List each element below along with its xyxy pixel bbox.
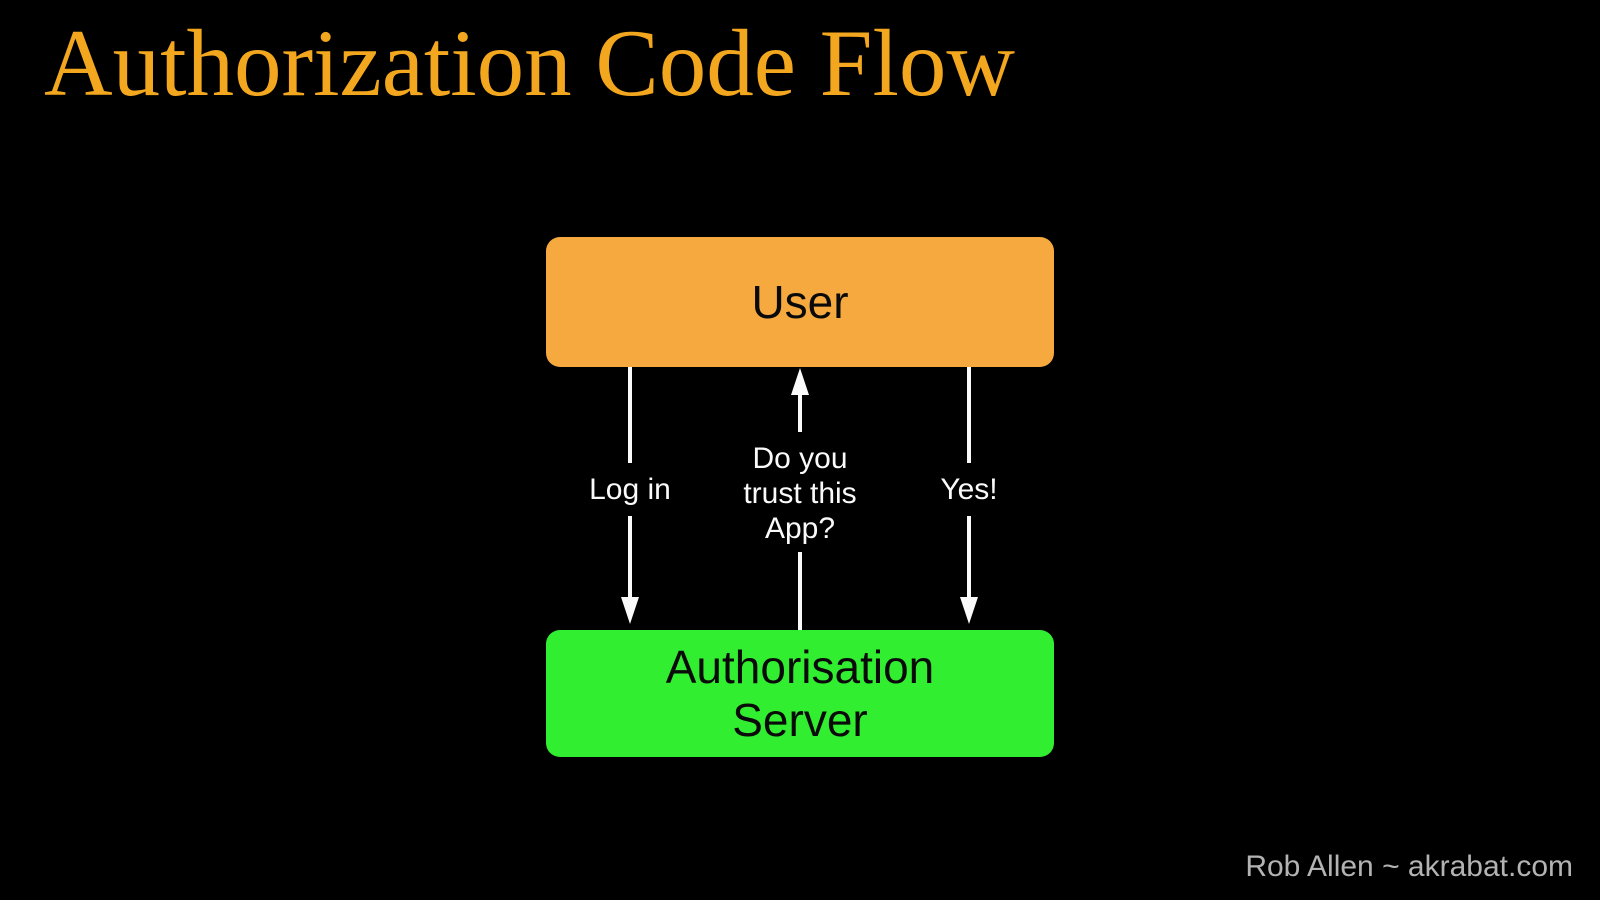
footer-credit: Rob Allen ~ akrabat.com <box>1245 850 1573 883</box>
authorisation-server-label-line1: Authorisation <box>665 640 935 693</box>
login-arrow-label: Log in <box>589 473 671 506</box>
trust-arrow-label: Do you trust this App? <box>743 441 856 546</box>
trust-arrow-label-line3: App? <box>764 512 836 545</box>
authorisation-server-box: Authorisation Server <box>546 630 1054 757</box>
authorisation-server-label-line2: Server <box>732 693 868 746</box>
trust-arrow-label-line1: Do you <box>752 442 848 475</box>
slide-title: Authorization Code Flow <box>44 10 1016 116</box>
user-box: User <box>546 237 1054 367</box>
trust-arrow-label-line2: trust this <box>743 477 857 510</box>
user-box-label: User <box>751 275 849 328</box>
yes-arrow-label: Yes! <box>940 473 998 506</box>
